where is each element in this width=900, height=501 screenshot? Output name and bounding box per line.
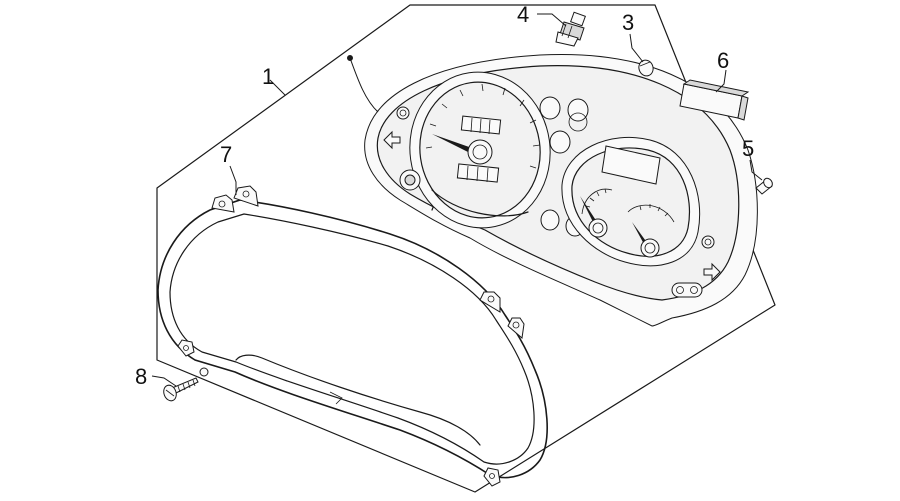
left-mount-hole [396,106,410,120]
callout-7: 7 [220,142,232,167]
frame-tab-bottom-right [483,467,501,487]
bulb-socket [555,11,586,47]
leader-7 [229,165,237,195]
wedge-bulb [755,177,773,195]
speedometer-hub [467,139,493,165]
callout-8: 8 [135,364,147,389]
instrument-cluster-housing [364,53,758,327]
leader-1-cluster [349,57,379,113]
odometer-window-top [460,115,502,135]
speedometer-ticks [425,83,541,169]
lcd-module [679,79,750,121]
odometer-window-bottom [456,163,500,183]
frame-tab-left [211,194,235,213]
speedometer-lower-edge [431,189,529,217]
warning-lamp-holes [539,96,589,237]
callout-4: 4 [517,2,529,27]
left-turn-arrow [383,130,401,150]
leader-1-dot [347,55,353,61]
leader-8 [151,375,177,387]
callout-5: 5 [742,136,754,161]
frame-inner [169,213,535,465]
lcd-display-window [601,145,661,185]
frame-lower-window [235,354,481,446]
leader-5 [749,159,763,181]
leader-1 [269,79,286,96]
leader-4 [537,13,567,27]
leader-3 [629,33,644,63]
speedometer-needle [432,134,472,153]
leader-lines [151,13,763,387]
right-mount-hole [701,235,715,249]
right-turn-arrow [703,262,721,282]
frame-outer [157,199,548,479]
callout-1: 1 [262,64,274,89]
kit-boundary-outline [156,4,776,493]
frame-screw-hole [199,367,209,377]
fuel-gauge [580,188,613,238]
cluster-frame-bezel [157,185,548,487]
leader-6 [715,69,727,93]
callout-6: 6 [717,48,729,73]
temperature-gauge [627,204,675,258]
self-tapping-screw [163,377,199,402]
frame-tab-top [233,185,259,207]
frame-tab-bottom-left [177,339,195,357]
callout-3: 3 [622,10,634,35]
small-bulb [638,59,654,77]
